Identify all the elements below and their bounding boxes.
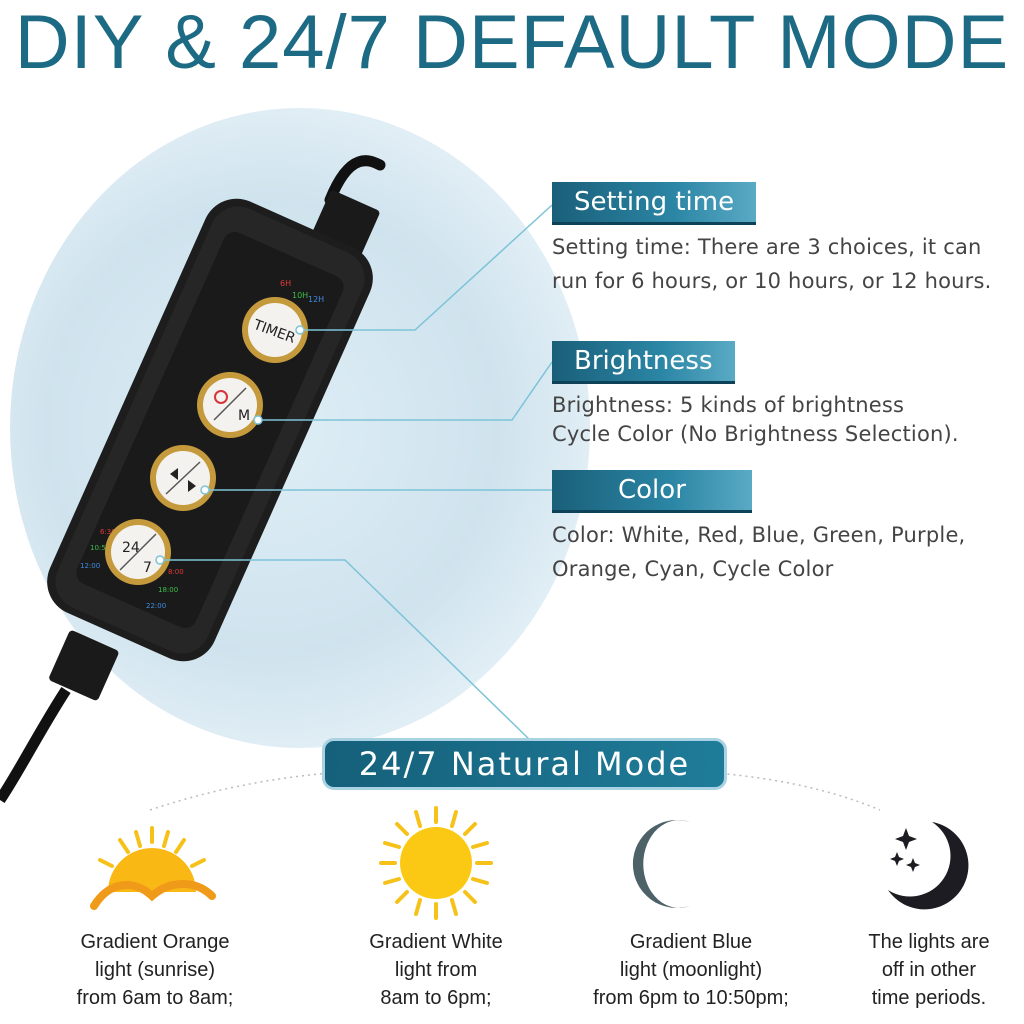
time-2200-label: 22:00 — [146, 602, 166, 610]
connector-lines — [160, 204, 553, 741]
brightness-tag: Brightness — [552, 341, 735, 381]
phase-off-caption: The lights are off in other time periods… — [809, 928, 1024, 1012]
timer-button[interactable]: TIMER — [242, 297, 308, 363]
svg-text:24: 24 — [122, 540, 140, 556]
brightness-section: Brightness Brightness: 5 kinds of bright… — [552, 341, 1022, 449]
color-tag: Color — [552, 470, 752, 510]
timer-6h-label: 6H — [280, 279, 291, 288]
setting-time-description: Setting time: There are 3 choices, it ca… — [552, 230, 1022, 298]
brightness-description: Brightness: 5 kinds of brightness Cycle … — [552, 391, 1022, 449]
right-arrow-icon — [188, 480, 196, 492]
phase-line: Gradient Orange — [80, 931, 230, 953]
sunrise-icon — [90, 826, 216, 910]
connector-dot — [253, 415, 263, 425]
phase-line: light (sunrise) — [94, 959, 216, 981]
time-0800-label: 8:00 — [168, 568, 184, 576]
top-cable — [324, 155, 386, 206]
time-1050-label: 10:50 — [90, 544, 110, 552]
connector-brightness — [258, 361, 553, 421]
power-icon — [214, 390, 228, 404]
phase-moonlight-caption: Gradient Blue light (moonlight) from 6pm… — [571, 928, 811, 1012]
setting-time-tag: Setting time — [552, 182, 757, 222]
timer-12h-label: 12H — [308, 295, 324, 304]
phase-line: time periods. — [871, 987, 987, 1009]
connector-dot — [200, 485, 210, 495]
power-mode-button[interactable]: M — [197, 372, 263, 438]
moon-icon — [632, 820, 690, 908]
moon-stars-icon — [888, 822, 969, 910]
phase-line: light from — [394, 959, 478, 981]
phase-line: light (moonlight) — [619, 959, 763, 981]
phase-line: Gradient Blue — [629, 931, 753, 953]
bottom-strain-relief — [49, 630, 119, 701]
phase-day-caption: Gradient White light from 8am to 6pm; — [316, 928, 556, 1012]
connector-natural-mode — [160, 559, 531, 741]
color-line: Color: White, Red, Blue, Green, Purple, — [552, 523, 966, 547]
setting-time-line: Setting time: There are 3 choices, it ca… — [552, 235, 982, 259]
color-description: Color: White, Red, Blue, Green, Purple, … — [552, 518, 1022, 586]
color-section: Color Color: White, Red, Blue, Green, Pu… — [552, 470, 1022, 586]
left-arrow-icon — [170, 468, 178, 480]
setting-time-line: run for 6 hours, or 10 hours, or 12 hour… — [552, 269, 992, 293]
connector-setting-time — [300, 204, 553, 331]
brightness-line: Cycle Color (No Brightness Selection). — [552, 422, 959, 446]
phase-line: from 6am to 8am; — [76, 987, 234, 1009]
phase-line: Gradient White — [369, 931, 503, 953]
timer-10h-label: 10H — [292, 291, 308, 300]
phase-line: 8am to 6pm; — [380, 987, 492, 1009]
time-1800-label: 18:00 — [158, 586, 178, 594]
star-icon — [895, 828, 917, 850]
time-1200-label: 12:00 — [80, 562, 100, 570]
svg-text:M: M — [238, 408, 250, 424]
connector-dot — [295, 325, 305, 335]
star-icon — [906, 858, 920, 872]
brightness-line: Brightness: 5 kinds of brightness — [552, 393, 905, 417]
phase-line: off in other — [881, 959, 977, 981]
setting-time-section: Setting time Setting time: There are 3 c… — [552, 182, 1022, 298]
bottom-cable — [0, 687, 71, 804]
star-icon — [890, 852, 904, 866]
phase-sunrise-caption: Gradient Orange light (sunrise) from 6am… — [35, 928, 275, 1012]
phase-line: from 6pm to 10:50pm; — [593, 987, 789, 1009]
play-cycle-button[interactable] — [150, 445, 216, 511]
sun-icon — [379, 806, 493, 920]
svg-text:7: 7 — [143, 560, 152, 576]
color-line: Orange, Cyan, Cycle Color — [552, 557, 834, 581]
connector-dot — [155, 555, 165, 565]
time-0630-label: 6:30 — [100, 528, 116, 536]
phase-line: The lights are — [868, 931, 990, 953]
page-title: DIY & 24/7 DEFAULT MODE — [14, 0, 1010, 85]
natural-mode-tag: 24/7 Natural Mode — [322, 738, 727, 790]
schedule-247-button[interactable]: 24 7 — [105, 519, 171, 585]
